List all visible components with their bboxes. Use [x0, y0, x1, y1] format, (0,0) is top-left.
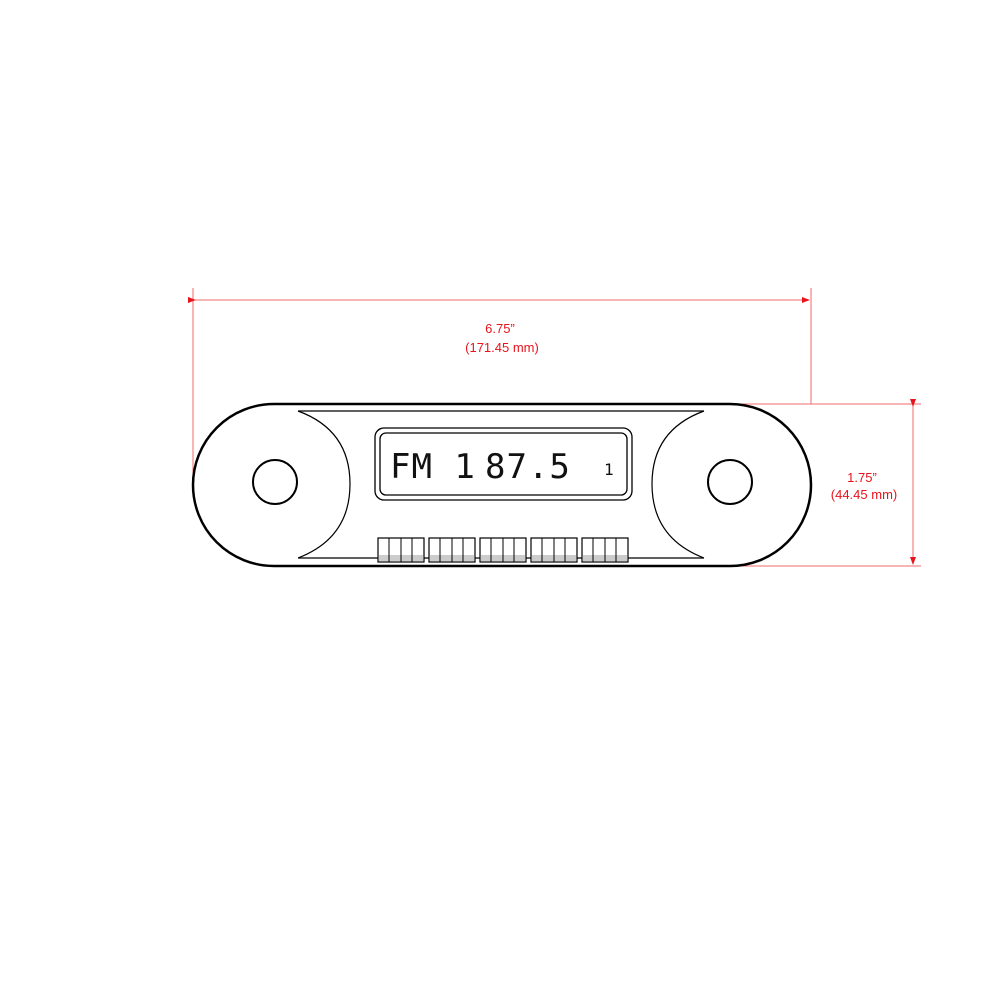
lcd-band-text: FM 1: [390, 447, 476, 487]
preset-button-3[interactable]: [479, 537, 527, 563]
preset-buttons: [377, 537, 629, 563]
width-mm-label: (171.45 mm): [465, 340, 539, 355]
right-mount-hole: [707, 459, 753, 505]
width-inches-label: 6.75”: [485, 321, 515, 336]
preset-button-2[interactable]: [428, 537, 476, 563]
width-dimension: [188, 288, 812, 492]
preset-button-1[interactable]: [377, 537, 425, 563]
lcd-preset-text: 1: [604, 460, 614, 479]
preset-button-5[interactable]: [581, 537, 629, 563]
height-inches-label: 1.75”: [847, 470, 877, 485]
lcd-frequency-text: 87.5: [485, 447, 571, 487]
preset-button-4[interactable]: [530, 537, 578, 563]
faceplate-inner-lines: [297, 410, 705, 559]
lcd-display: FM 1 87.5 1: [374, 427, 633, 501]
height-mm-label: (44.45 mm): [831, 487, 897, 502]
height-dimension: [735, 399, 921, 567]
left-mount-hole: [252, 459, 298, 505]
